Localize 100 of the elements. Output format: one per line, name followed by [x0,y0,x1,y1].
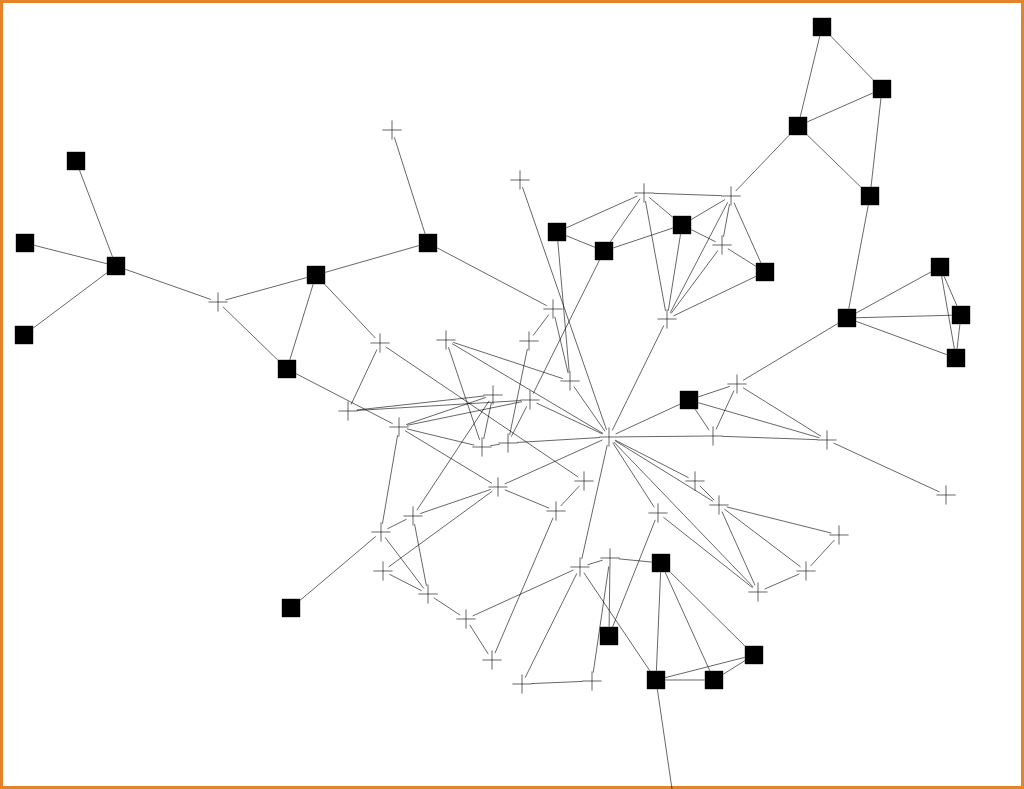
connector-line [830,35,874,81]
square-node [788,116,808,136]
connector-line [723,203,730,238]
connector-line [324,283,376,339]
connector-line [504,489,550,509]
connector-line [509,348,528,436]
connector-line [670,250,719,314]
connector-line [648,197,674,218]
connector-line [727,248,757,267]
square-node [872,79,892,99]
connector-line [554,316,569,374]
connector-line [664,679,706,681]
cross-mark [512,674,532,694]
cross-mark [748,582,768,602]
cross-mark [599,427,619,447]
connector-line [614,440,714,502]
connector-line [532,314,550,336]
connector-line [419,489,492,514]
connector-line [956,323,961,350]
connector-line [664,571,711,672]
connector-line [389,573,422,592]
cross-mark [519,331,539,351]
connector-line [855,314,953,319]
cross-mark [338,401,358,421]
connector-line [433,597,461,616]
connector-line [472,569,574,617]
connector-line [124,268,212,300]
cross-mark [371,522,391,542]
connector-line [33,245,108,264]
connector-line [806,92,874,123]
connector-line [436,247,547,306]
connector-line [848,204,869,310]
connector-line [611,325,665,431]
cross-mark [936,485,956,505]
cross-mark [727,374,747,394]
connector-line [664,657,746,678]
connector-line [855,321,948,355]
cross-mark [634,183,654,203]
cross-mark [582,671,602,691]
cross-mark [546,501,566,521]
cross-mark [483,385,503,405]
cross-mark [418,584,438,604]
square-node [599,626,619,646]
connector-line [385,346,579,478]
square-node [755,262,775,282]
connector-line [581,444,608,560]
connector-line [416,400,490,511]
connector-line [715,390,735,430]
connector-line [764,573,800,590]
square-node [646,670,666,690]
connector-line [941,275,955,350]
connector-line [721,511,756,586]
cross-mark [472,437,492,457]
square-node [946,348,966,368]
connector-line [587,559,603,566]
connector-line [394,137,426,235]
cross-mark [721,186,741,206]
connector-line [573,386,606,432]
connector-line [653,193,722,196]
connector-line [382,434,398,525]
connector-line [405,397,487,425]
connector-line [690,229,716,243]
connector-line [510,406,528,437]
connector-line [943,275,958,307]
cross-mark [600,548,620,568]
connector-line [494,517,554,654]
connector-line [79,169,113,258]
connector-line [469,624,489,655]
cross-mark [543,299,563,319]
cross-mark [456,609,476,629]
cross-mark [574,471,594,491]
square-node [812,17,832,37]
connector-line [615,403,681,435]
cross-mark [510,170,530,190]
connector-line [612,442,655,508]
connector-line [724,508,801,568]
cross-mark [373,561,393,581]
connector-line [670,202,728,313]
cross-mark [488,477,508,497]
connector-line [663,516,753,589]
cross-mark [570,557,590,577]
connector-line [673,276,757,317]
cross-mark [685,471,705,491]
connector-line [735,134,790,192]
cross-mark [208,292,228,312]
square-node [66,151,86,171]
connector-line [855,271,932,314]
connector-line [645,200,666,312]
connector-line [222,306,279,361]
connector-line [452,342,564,379]
connector-line [612,519,656,628]
connector-line [697,402,820,439]
connector-line [387,518,407,530]
connector-line [299,536,377,601]
square-node [418,233,438,253]
square-node [651,553,671,573]
cross-mark [370,333,390,353]
connector-line [722,436,818,440]
cross-mark [389,417,409,437]
connector-line [694,408,710,431]
